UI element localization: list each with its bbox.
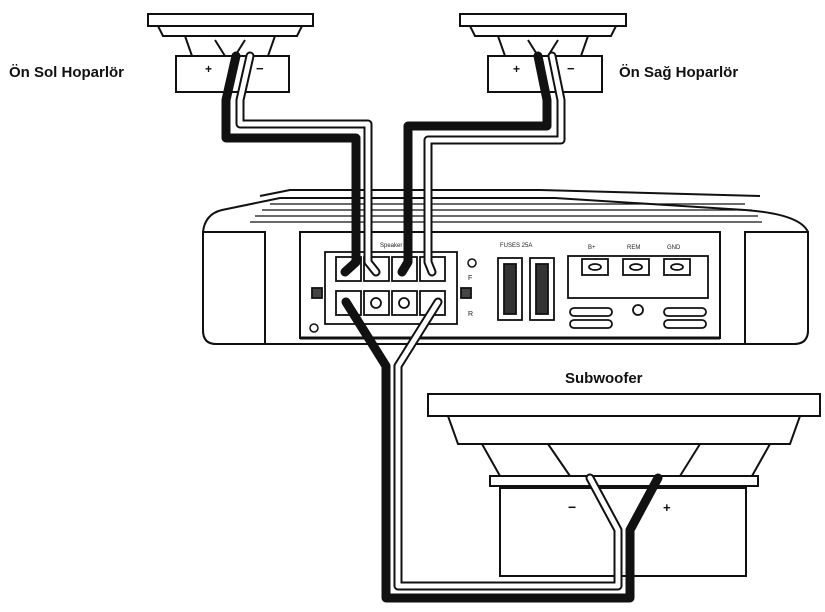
subwoofer-label: Subwoofer [565, 370, 643, 387]
speaker-terminal-block [311, 251, 472, 325]
subwoofer-speaker [427, 393, 821, 577]
ground-screw [309, 323, 319, 333]
front-left-minus-label: − [256, 61, 264, 76]
front-left-negative-wire [235, 51, 381, 277]
power-terminal-block [567, 255, 709, 329]
subwoofer-positive-wire [341, 297, 663, 603]
channel-mark-rear: R [468, 311, 473, 318]
front-right-positive-wire [397, 51, 552, 277]
fuse-block-label: FUSES 25A [500, 243, 532, 249]
front-right-plus-label: + [513, 62, 520, 76]
speaker-block-label: Speaker [380, 243, 402, 249]
fuse-holders [497, 257, 555, 321]
channel-mark-front: F [468, 275, 472, 282]
terminal-label-gnd: GND [667, 245, 681, 251]
subwoofer-plus-label: + [663, 500, 671, 515]
front-left-positive-wire [221, 51, 361, 277]
front-right-minus-label: − [567, 61, 575, 76]
front-right-negative-wire [423, 51, 566, 277]
terminal-label-rem: REM [627, 245, 640, 251]
terminal-label-bplus: B+ [588, 245, 596, 251]
subwoofer-minus-label: − [568, 499, 576, 515]
front-left-plus-label: + [205, 62, 212, 76]
subwoofer-negative-wire [393, 297, 623, 591]
front-left-speaker [147, 13, 314, 93]
front-right-speaker-label: Ön Sağ Hoparlör [619, 64, 738, 81]
front-left-speaker-label: Ön Sol Hoparlör [9, 64, 124, 81]
led-indicator [467, 258, 477, 268]
